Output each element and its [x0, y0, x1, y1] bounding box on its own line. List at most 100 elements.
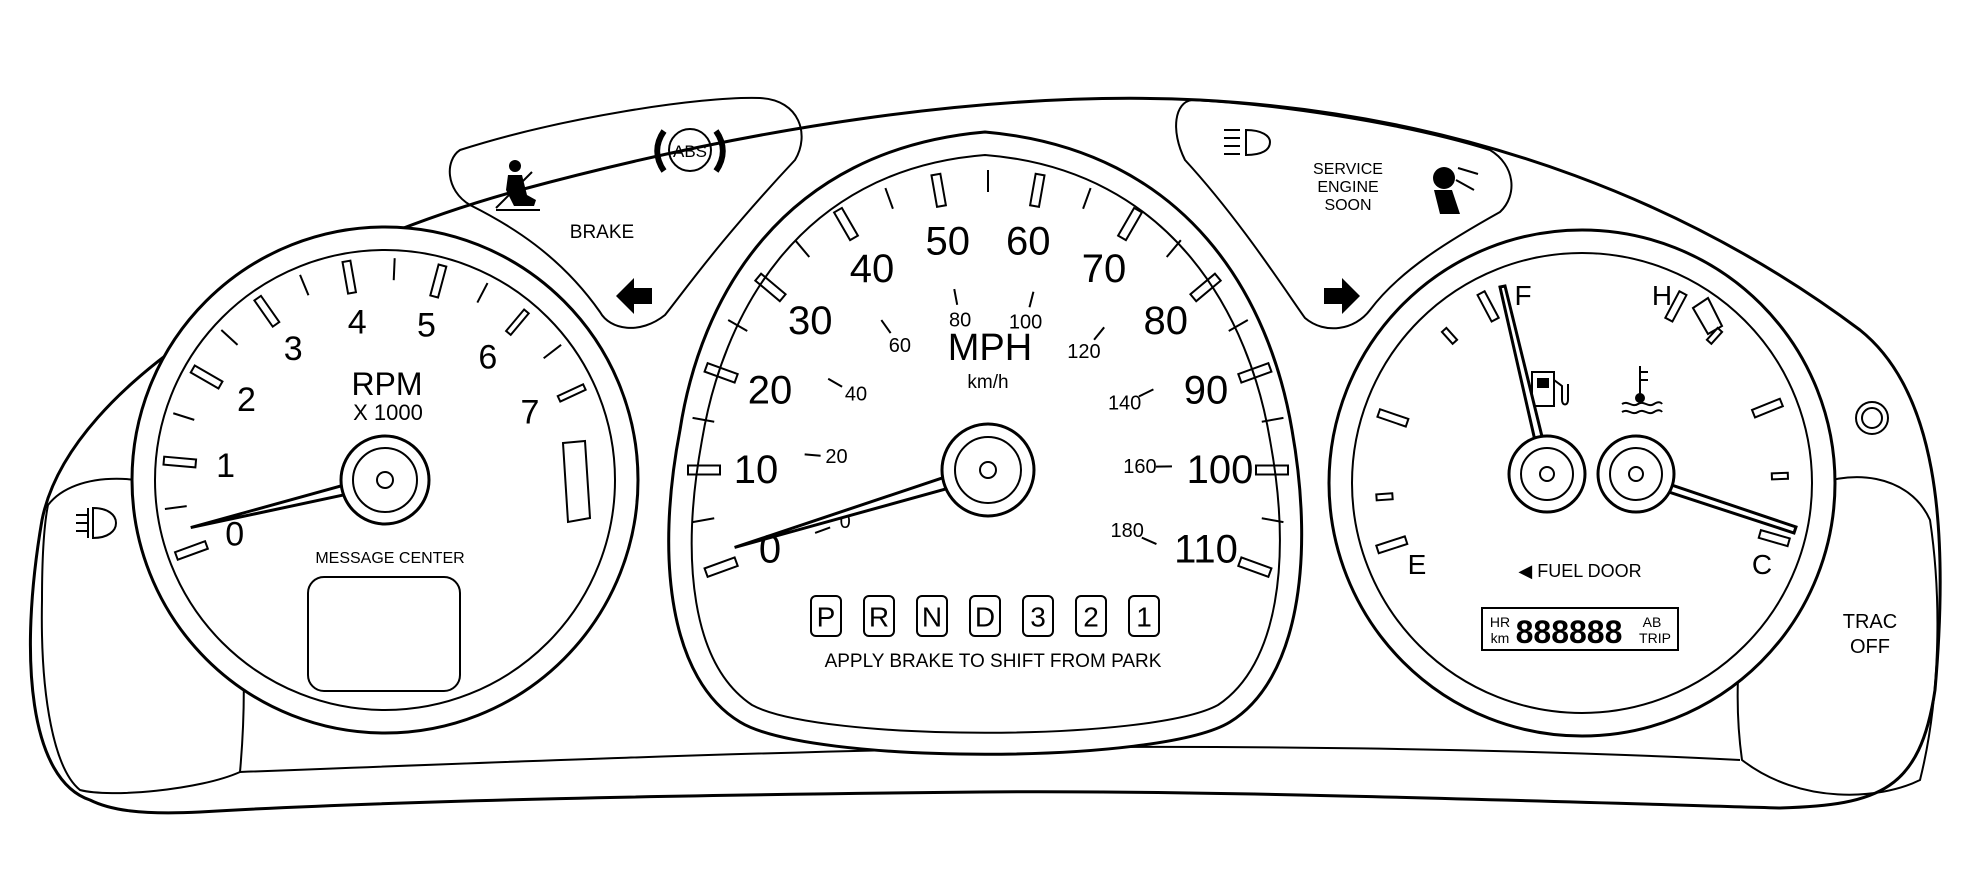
speedometer-mph-label: 90 — [1184, 369, 1229, 413]
odometer-mode-top: HR — [1490, 614, 1510, 630]
brake-warning-label: BRAKE — [570, 222, 634, 243]
tachometer-minor-tick — [172, 412, 195, 421]
turn-left-arrow-icon — [616, 278, 652, 314]
odometer-display: HR km 888888 AB TRIP — [1481, 607, 1679, 651]
speedometer-minor-tick — [1082, 187, 1092, 210]
speedometer-kmh-tick — [814, 526, 831, 534]
temp-gauge-minor-tick — [1770, 471, 1790, 481]
speedometer-major-tick — [687, 464, 721, 476]
speedometer-minor-tick — [1165, 239, 1182, 258]
tachometer-label: 4 — [348, 303, 367, 341]
gear-indicator-box — [969, 595, 1001, 637]
speedometer-major-tick — [930, 172, 948, 209]
speedometer-kmh-label: 140 — [1108, 392, 1141, 414]
speedometer-kmh-label: 0 — [840, 511, 851, 533]
speedometer-kmh-tick — [1093, 326, 1105, 341]
tachometer-minor-tick — [392, 258, 396, 281]
coolant-temperature-icon — [1621, 366, 1663, 415]
tachometer-major-tick — [556, 382, 587, 403]
speedometer-major-tick — [703, 361, 739, 384]
tachometer-label: 2 — [237, 381, 256, 419]
speedometer-minor-tick — [794, 239, 811, 258]
speedometer-kmh-tick — [953, 288, 959, 306]
shift-notice: APPLY BRAKE TO SHIFT FROM PARK — [825, 651, 1162, 672]
speedometer-minor-tick — [727, 319, 748, 332]
gear-indicator-box — [863, 595, 895, 637]
traction-control-button-icon[interactable] — [1855, 401, 1889, 435]
abs-warning-text: ABS — [673, 142, 707, 161]
gear-indicator-box — [810, 595, 842, 637]
temp-gauge-major-tick — [1663, 289, 1688, 323]
fuel-gauge-major-tick — [1476, 289, 1501, 323]
gear-indicator-label: 2 — [1083, 602, 1099, 633]
gear-indicator-box — [1128, 595, 1160, 637]
speedometer-minor-tick — [692, 416, 715, 423]
speedometer-mph-label: 10 — [734, 448, 779, 492]
gear-indicator-label: 1 — [1136, 602, 1152, 633]
speedometer-kmh-tick — [827, 377, 843, 388]
speedometer-major-tick — [753, 272, 788, 303]
abs-warning-icon: ABS — [654, 128, 726, 173]
speedometer-minor-tick — [884, 187, 894, 210]
fuel-gauge-hub-pin — [1539, 466, 1555, 482]
tachometer-label: 7 — [521, 393, 540, 431]
speedometer-unit: MPH — [948, 327, 1032, 369]
speedometer-major-tick — [1237, 361, 1273, 384]
right-warning-pod — [1175, 98, 1513, 330]
fuel-pump-icon — [1531, 371, 1569, 407]
tachometer-hub-inner — [352, 447, 418, 513]
speedometer-mph-label: 80 — [1143, 299, 1188, 343]
tachometer-multiplier: X 1000 — [353, 400, 423, 425]
tachometer-hub-pin — [376, 471, 394, 489]
speedometer-kmh-tick — [1141, 536, 1157, 545]
tachometer-minor-tick — [220, 329, 239, 346]
fuel-temp-ticks — [1375, 289, 1792, 555]
speedometer-major-tick — [1028, 172, 1046, 209]
tachometer-minor-tick — [299, 274, 310, 296]
trac-off-label-line1: TRAC — [1843, 611, 1897, 633]
speedometer-hub-inner — [954, 436, 1022, 504]
odometer-frame — [1481, 607, 1679, 651]
speedometer-major-tick — [1237, 556, 1273, 579]
speedometer-kmh-label: 100 — [1009, 312, 1042, 334]
speedometer-mph-label: 60 — [1006, 220, 1051, 264]
speedometer-major-tick — [1116, 206, 1144, 242]
left-warning-pod — [448, 96, 803, 329]
speedometer-minor-tick — [1228, 319, 1249, 332]
speedometer-kmh-label: 160 — [1123, 456, 1156, 478]
tachometer-label: 5 — [417, 306, 436, 344]
tachometer-unit: RPM — [351, 366, 422, 402]
speedometer-kmh-tick — [1028, 291, 1035, 308]
trac-off-label-line2: OFF — [1850, 636, 1890, 658]
speedometer-ticks — [687, 170, 1289, 579]
tachometer-minor-tick — [543, 344, 562, 360]
tachometer-redline-zone — [561, 439, 592, 524]
gear-indicator-label: D — [975, 602, 995, 633]
temp-gauge-hub-inner — [1609, 447, 1663, 501]
tachometer-ticks — [162, 258, 587, 561]
tachometer-label: 6 — [478, 338, 497, 376]
speedometer-kmh-tick — [804, 453, 821, 457]
high-beam-icon — [1224, 128, 1272, 157]
tachometer-minor-tick — [164, 505, 187, 510]
fuel-door-indicator: ◀ FUEL DOOR — [1518, 561, 1641, 581]
speedometer-hub-pin — [979, 461, 997, 479]
speedometer-major-tick — [832, 206, 860, 242]
speedometer-mph-label: 40 — [850, 247, 895, 291]
speedometer-mph-label: 50 — [925, 220, 970, 264]
odometer-mode-bottom: km — [1491, 630, 1510, 646]
temp-gauge-hub-pin — [1628, 466, 1644, 482]
speedometer-kmh-label: 120 — [1067, 341, 1100, 363]
gear-indicator-box — [916, 595, 948, 637]
fog-lamp-icon — [76, 506, 118, 540]
airbag-warning-icon — [1433, 167, 1479, 214]
speedometer-mph-label: 20 — [748, 369, 793, 413]
tachometer-major-tick — [173, 539, 210, 561]
speedometer-minor-tick — [1261, 517, 1284, 524]
service-engine-label-line1: SERVICE — [1313, 161, 1383, 178]
